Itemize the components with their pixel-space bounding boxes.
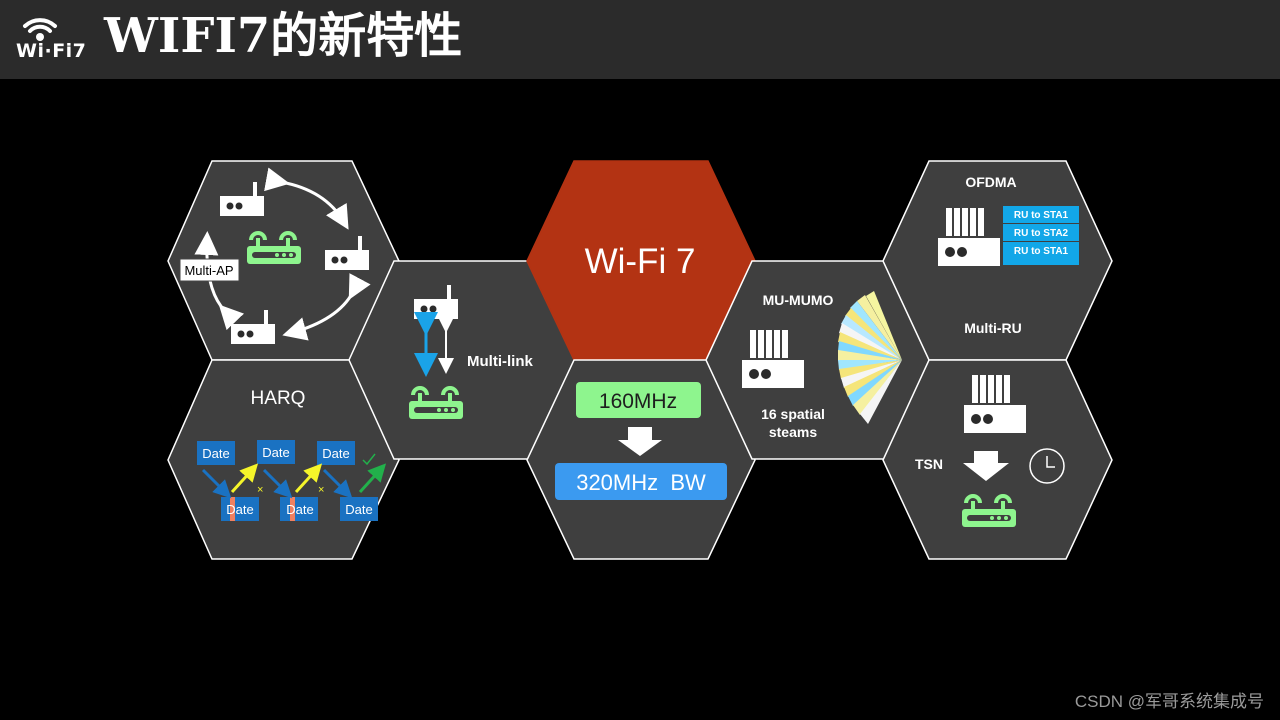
wifi7-center-label: Wi-Fi 7 [585,242,696,281]
tsn-graphic: TSN [915,375,1065,529]
harq-block [340,497,378,521]
cycle-arrow-icon [264,167,349,230]
harq-graphic: HARQ Date Date Date Date Date Date × × [197,388,387,521]
ru-row [1003,224,1079,241]
320mhz-label: 320MHz BW [576,470,706,495]
harq-block-label: Date [322,446,349,461]
error-marker [290,497,295,521]
multi-link-label: Multi-link [467,353,533,370]
multi-ap-label: Multi-AP [184,263,233,278]
harq-arrow-icon [358,463,387,494]
160mhz-label: 160MHz [599,390,677,413]
harq-title: HARQ [251,388,306,409]
header-bar: Wi·Fi7 WIFI7的新特性 [0,0,1280,79]
multi-ap-label-box [179,258,240,282]
harq-block-label: Date [286,502,313,517]
cycle-arrow-icon [282,273,371,341]
harq-block [221,497,259,521]
ru-row [1003,206,1079,223]
320mhz-box [555,463,727,500]
ru-row [1003,242,1079,265]
ru-row-label: RU to STA1 [1014,246,1069,257]
page-title: WIFI7的新特性 [104,8,463,64]
harq-block-label: Date [262,445,289,460]
cycle-arrow-icon [194,231,245,331]
mu-mimo-graphic: MU-MUMO 16 spatial steams [742,291,902,440]
harq-block [280,497,318,521]
spatial-streams-line2: steams [769,424,817,440]
beam-fan-icon [838,291,902,424]
logo-text: Wi·Fi7 [16,40,87,62]
multi-ap-graphic: Multi-AP [179,167,371,344]
harq-block [257,440,295,464]
multi-link-graphic: Multi-link [407,285,533,421]
wifi7-feature-diagram: Multi-AP HARQ Date Date Date Date Date D… [167,160,1113,560]
harq-block-label: Date [226,502,253,517]
tsn-label: TSN [915,456,943,472]
harq-arrow-icon [262,468,293,499]
mu-mimo-title: MU-MUMO [763,292,834,308]
clock-hands [1046,456,1055,468]
ofdma-graphic: OFDMA RU to STA1 RU to STA2 RU to STA1 M… [938,174,1079,336]
bandwidth-graphic: 160MHz 320MHz BW [555,382,727,500]
harq-block [317,441,355,465]
ru-row-label: RU to STA2 [1014,228,1069,239]
harq-arrow-icon [201,468,232,499]
nack-icon: × [318,484,324,496]
harq-arrow-icon [230,463,259,494]
error-marker [230,497,235,521]
ru-row-label: RU to STA1 [1014,210,1069,221]
clock-icon [1029,448,1065,484]
harq-block-label: Date [345,502,372,517]
down-arrow-icon [618,427,662,456]
down-arrow-icon [963,451,1009,481]
spatial-streams-line1: 16 spatial [761,406,825,422]
wifi7-logo: Wi·Fi7 [12,10,86,70]
ack-check-icon [362,453,376,466]
ofdma-title: OFDMA [965,174,1016,190]
harq-arrow-icon [294,463,323,494]
wifi-icon [23,18,57,41]
harq-block-label: Date [202,446,229,461]
harq-arrow-icon [322,468,353,499]
nack-icon: × [257,484,263,496]
harq-block [197,441,235,465]
watermark: CSDN @军哥系统集成号 [1074,692,1264,711]
160mhz-box [576,382,701,418]
multi-ru-label: Multi-RU [964,320,1022,336]
